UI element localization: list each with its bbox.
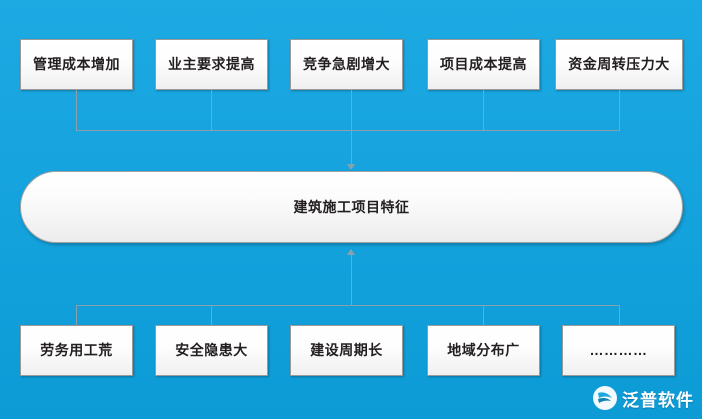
connector-bottom-4 xyxy=(483,305,484,325)
connector-top-center xyxy=(351,90,352,165)
connector-top-2 xyxy=(211,90,212,130)
top-node-3[interactable]: 竞争急剧增大 xyxy=(290,39,403,90)
fp-logo-icon xyxy=(592,385,618,411)
top-node-2-label: 业主要求提高 xyxy=(168,56,255,73)
bottom-node-5-label: ………… xyxy=(589,342,648,359)
center-node-label: 建筑施工项目特征 xyxy=(293,199,410,215)
bottom-node-2[interactable]: 安全隐患大 xyxy=(155,325,268,376)
top-node-2[interactable]: 业主要求提高 xyxy=(155,39,268,90)
connector-top-1 xyxy=(76,90,77,130)
top-node-4[interactable]: 项目成本提高 xyxy=(427,39,540,90)
connector-bottom-bus xyxy=(76,305,620,306)
center-node[interactable]: 建筑施工项目特征 xyxy=(20,171,683,243)
connector-bottom-1 xyxy=(76,305,77,325)
top-node-1-label: 管理成本增加 xyxy=(33,56,120,73)
bottom-node-2-label: 安全隐患大 xyxy=(175,342,248,359)
bottom-node-1[interactable]: 劳务用工荒 xyxy=(20,325,133,376)
bottom-node-3-label: 建设周期长 xyxy=(310,342,383,359)
watermark-label: 泛普软件 xyxy=(622,390,694,410)
watermark: 泛普软件 xyxy=(592,385,694,411)
bottom-node-4-label: 地域分布广 xyxy=(447,342,520,359)
connector-top-arrow-icon xyxy=(347,164,355,170)
bottom-node-1-label: 劳务用工荒 xyxy=(40,342,113,359)
top-node-3-label: 竞争急剧增大 xyxy=(303,56,390,73)
connector-bottom-arrow-icon xyxy=(347,249,355,255)
connector-top-bus xyxy=(76,130,620,131)
top-node-5[interactable]: 资金周转压力大 xyxy=(555,39,683,90)
top-node-5-label: 资金周转压力大 xyxy=(568,56,670,73)
bottom-node-5[interactable]: ………… xyxy=(562,325,675,376)
bottom-node-3[interactable]: 建设周期长 xyxy=(290,325,403,376)
top-node-1[interactable]: 管理成本增加 xyxy=(20,39,133,90)
connector-bottom-2 xyxy=(211,305,212,325)
top-node-4-label: 项目成本提高 xyxy=(440,56,527,73)
bottom-node-4[interactable]: 地域分布广 xyxy=(427,325,540,376)
connector-top-5 xyxy=(619,90,620,130)
connector-bottom-center xyxy=(351,254,352,306)
connector-top-4 xyxy=(483,90,484,130)
connector-bottom-5 xyxy=(619,305,620,325)
